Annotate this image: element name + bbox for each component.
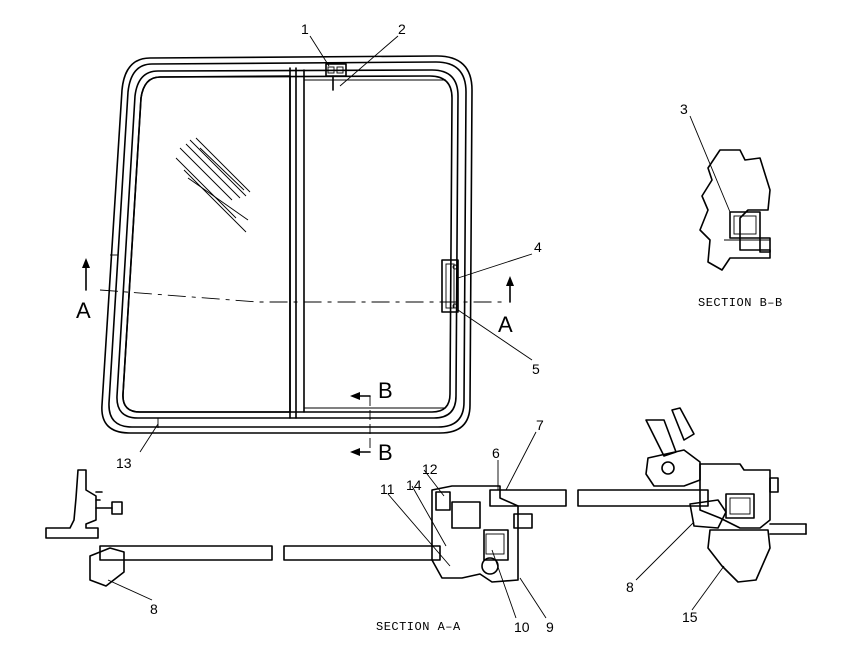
section-marker-a-right: A [498, 312, 513, 337]
section-a-a-detail [45, 407, 807, 587]
callout-10: 10 [514, 619, 530, 635]
callout-3: 3 [680, 101, 688, 117]
callout-7: 7 [536, 417, 544, 433]
callout-5: 5 [532, 361, 540, 377]
callout-15: 15 [682, 609, 698, 625]
caption-section-a-a: SECTION A–A [376, 620, 461, 634]
callout-1: 1 [301, 21, 309, 37]
callout-8-left: 8 [150, 601, 158, 617]
window-assembly-view [82, 55, 514, 456]
section-marker-b-top: B [378, 378, 393, 403]
callout-9: 9 [546, 619, 554, 635]
section-markers: A A B B [76, 298, 513, 465]
callout-14: 14 [406, 477, 422, 493]
glass-reflection [175, 137, 251, 233]
caption-section-b-b: SECTION B–B [698, 296, 783, 310]
callout-numbers: 1 2 3 4 5 6 7 8 8 9 10 11 12 13 14 15 [116, 21, 698, 635]
callout-11: 11 [380, 481, 395, 497]
section-marker-b-bottom: B [378, 440, 393, 465]
callout-8-right: 8 [626, 579, 634, 595]
section-marker-a-left: A [76, 298, 91, 323]
callout-2: 2 [398, 21, 406, 37]
callout-4: 4 [534, 239, 542, 255]
callout-13: 13 [116, 455, 132, 471]
section-b-b-detail [689, 115, 771, 271]
callout-12: 12 [422, 461, 438, 477]
leader-lines [107, 35, 725, 619]
callout-6: 6 [492, 445, 500, 461]
